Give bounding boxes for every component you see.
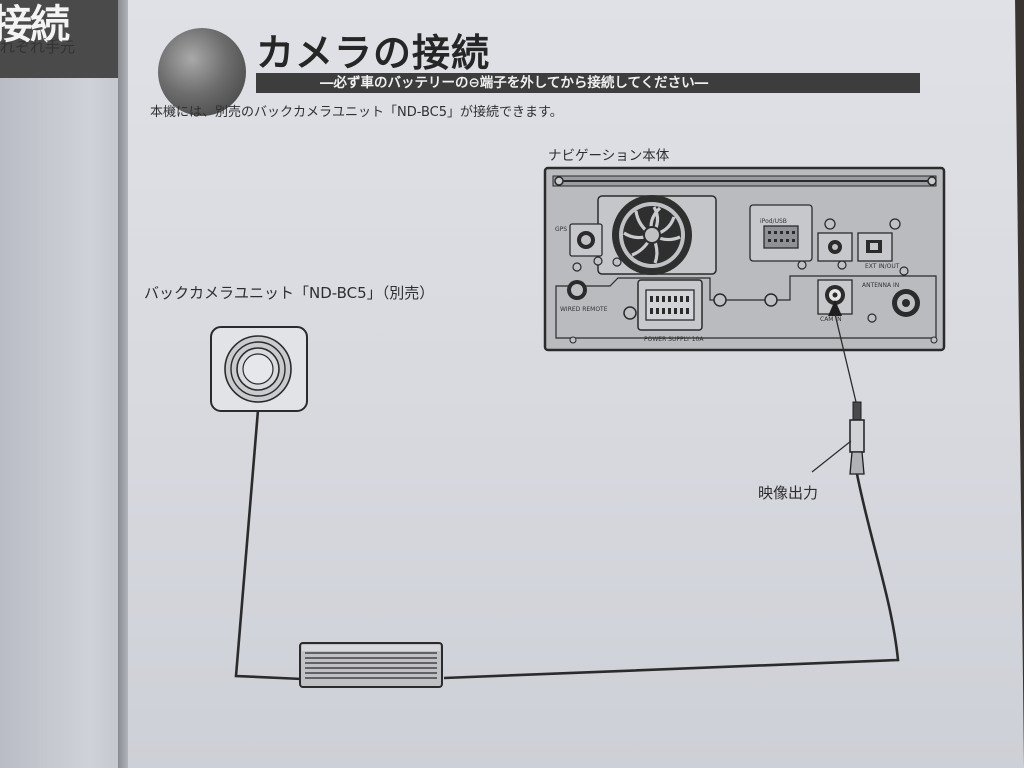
gps-connector — [569, 223, 622, 272]
camera-unit-label: バックカメラユニット「ND-BC5」（別売） — [144, 284, 435, 302]
power-supply-connector — [637, 279, 703, 331]
panel-label-ext-in: EXT IN/OUT — [865, 263, 900, 270]
antenna-connector — [867, 289, 920, 323]
navigation-unit-label: ナビゲーション本体 — [548, 148, 670, 164]
panel-label-ipod: iPod/USB — [760, 218, 787, 225]
lower-panel — [555, 275, 938, 344]
video-cable — [443, 300, 900, 680]
left-page-sub-text: れぞれ手元 — [0, 38, 76, 56]
left-page-tab: 接続 — [0, 0, 118, 78]
panel-label-wired-remote: WIRED REMOTE — [560, 306, 608, 313]
left-page: 接続 れぞれ手元 — [0, 0, 128, 768]
back-camera-icon — [210, 326, 308, 412]
warning-banner — [256, 73, 920, 93]
camera-cable — [234, 409, 303, 681]
cable-connector-box — [299, 642, 443, 688]
ipod-usb-connector — [749, 204, 813, 262]
panel-label-power-supply: POWER SUPPLY 10A — [644, 336, 704, 343]
right-connectors — [593, 218, 909, 276]
left-page-tab-text: 接続 — [0, 2, 70, 48]
panel-label-gps: GPS — [555, 226, 568, 233]
warning-banner-text: ―必ず車のバッテリーの⊖端子を外してから接続してください― — [320, 75, 709, 91]
fan-icon — [612, 195, 692, 275]
panel-label-cam-in: CAM IN — [820, 316, 842, 323]
header-orb-icon — [158, 28, 246, 116]
page-title: カメラの接続 — [256, 31, 491, 75]
intro-text: 本機には、別売のバックカメラユニット「ND-BC5」が接続できます。 — [150, 105, 563, 120]
panel-label-antenna: ANTENNA IN — [862, 282, 900, 289]
video-output-label: 映像出力 — [758, 484, 819, 502]
